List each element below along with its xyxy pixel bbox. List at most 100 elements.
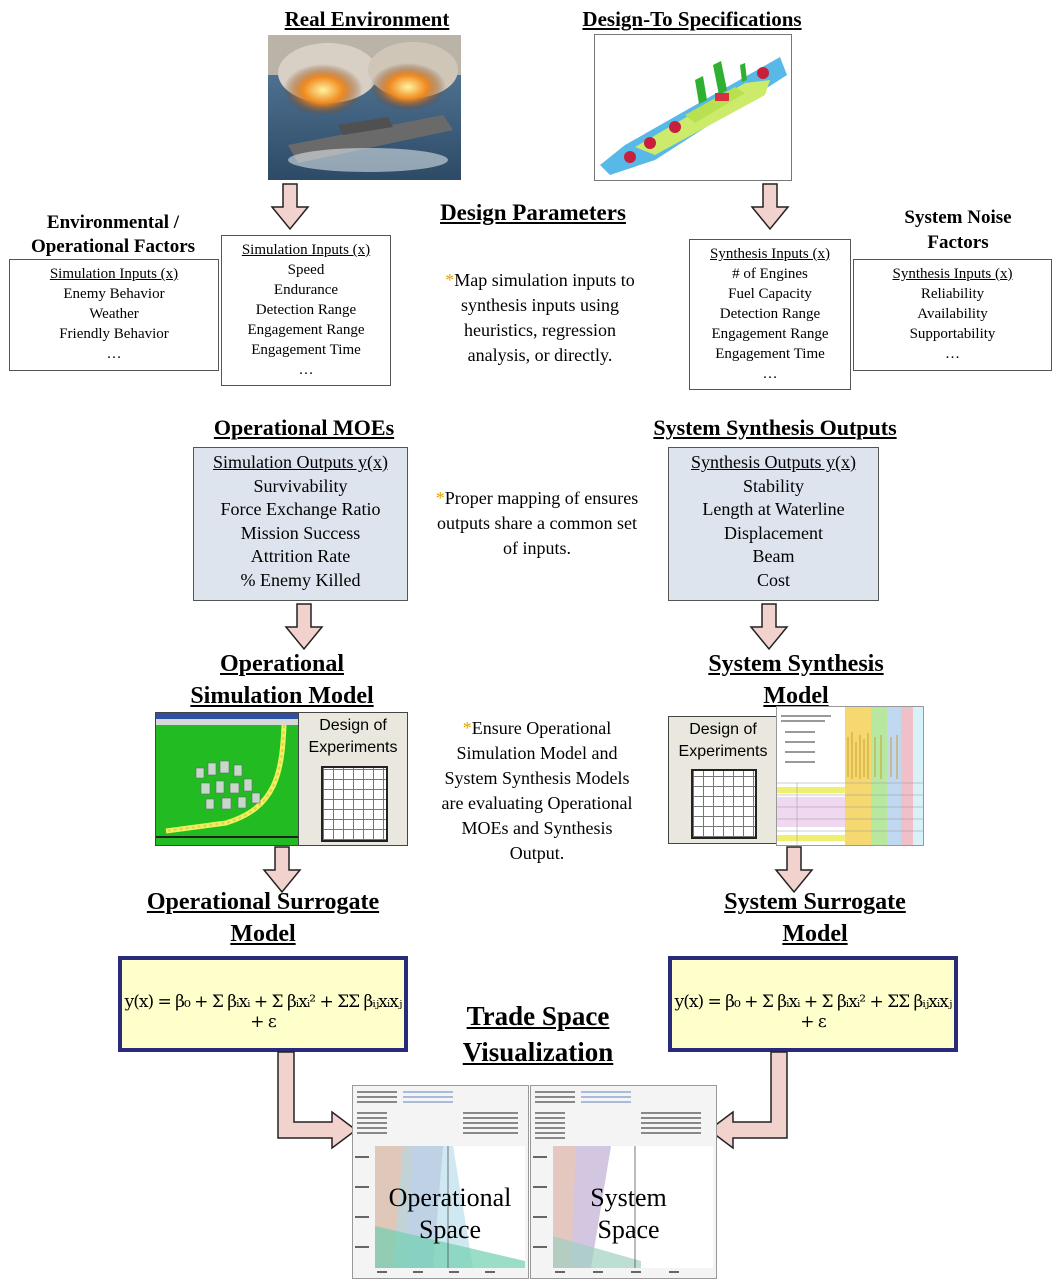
note-line: Ensure Operational: [471, 718, 612, 738]
simulation-screenshot: [155, 712, 299, 846]
note-line: Simulation Model and: [456, 743, 618, 763]
synthesis-outputs-title: System Synthesis Outputs: [653, 415, 897, 440]
real-environment-title: Real Environment: [284, 7, 450, 31]
operational-space-label: Operational Space: [375, 1182, 525, 1246]
moes-item: Force Exchange Ratio: [220, 499, 381, 519]
design-parameters-title: Design Parameters: [440, 200, 626, 225]
moes-item: % Enemy Killed: [240, 569, 361, 590]
sim-inputs-item: Engagement Time: [251, 342, 361, 358]
synth-outputs-item: Stability: [742, 475, 804, 496]
space-label-line: System: [590, 1183, 667, 1212]
operational-space-panel: Operational Space: [352, 1085, 529, 1279]
down-arrow-right-moes: [749, 603, 789, 651]
sim-inputs-item: Speed: [287, 262, 325, 278]
op-surrogate-title-line2: Model: [230, 921, 296, 947]
trade-space-title-line1: Trade Space: [466, 1001, 610, 1031]
note-map-inputs: *Map simulation inputs to synthesis inpu…: [415, 268, 665, 368]
note-line: heuristics, regression: [464, 320, 616, 340]
note-line: analysis, or directly.: [467, 345, 613, 365]
noise-factors-title-line1: System Noise: [904, 207, 1012, 228]
note-proper-mapping: *Proper mapping of ensures outputs share…: [412, 486, 662, 561]
sim-inputs-item: Detection Range: [255, 302, 357, 318]
synth-inputs-item: …: [762, 366, 778, 382]
note-line: of inputs.: [502, 538, 571, 558]
doe-label-line1: Design of: [319, 717, 387, 734]
down-arrow-right-model: [774, 846, 814, 894]
space-label-line: Space: [418, 1215, 482, 1244]
env-factors-item: Weather: [89, 306, 139, 322]
env-factors-heading: Simulation Inputs (x): [49, 266, 179, 282]
doe-box-left: Design of Experiments: [298, 712, 408, 846]
note-star: *: [445, 270, 455, 290]
note-star: *: [462, 718, 472, 738]
noise-factors-item: Availability: [917, 306, 988, 322]
synth-inputs-item: # of Engines: [732, 266, 808, 282]
doe-matrix-icon: [321, 766, 388, 842]
noise-factors-item: Supportability: [909, 326, 996, 342]
sys-surrogate-title-line2: Model: [782, 921, 848, 947]
battleship-image: [268, 35, 461, 180]
note-line: Map simulation inputs to: [454, 270, 635, 290]
synth-outputs-heading: Synthesis Outputs y(x): [690, 452, 856, 472]
doe-label-line2: Experiments: [308, 739, 398, 756]
operational-moes-box: Simulation Outputs y(x) Survivability Fo…: [193, 447, 408, 601]
moes-item: Mission Success: [240, 522, 361, 543]
down-arrow-left-moes: [284, 603, 324, 651]
note-line: Proper mapping of ensures: [444, 488, 639, 508]
noise-factors-box: Synthesis Inputs (x) Reliability Availab…: [853, 259, 1052, 371]
env-factors-item: Enemy Behavior: [63, 286, 165, 302]
op-surrogate-title-line1: Operational Surrogate: [146, 889, 380, 915]
operational-moes-title: Operational MOEs: [213, 415, 395, 440]
sim-inputs-item: …: [298, 362, 314, 378]
synth-inputs-item: Engagement Range: [711, 326, 829, 342]
noise-factors-item: …: [945, 346, 960, 362]
synth-outputs-item: Length at Waterline: [702, 499, 845, 519]
moes-item: Survivability: [253, 475, 348, 496]
note-ensure-models: *Ensure Operational Simulation Model and…: [410, 716, 664, 866]
synth-inputs-item: Engagement Time: [715, 346, 825, 362]
note-line: are evaluating Operational: [441, 793, 633, 813]
moes-item: Attrition Rate: [250, 546, 351, 566]
sys-surrogate-title-line1: System Surrogate: [724, 889, 906, 915]
down-arrow-left-model: [262, 846, 302, 894]
sim-inputs-item: Engagement Range: [247, 322, 365, 338]
space-label-line: Operational: [388, 1183, 512, 1212]
sys-synth-model-title-line2: Model: [763, 683, 829, 709]
design-to-specs-title: Design-To Specifications: [582, 7, 802, 31]
sim-inputs-box: Simulation Inputs (x) Speed Endurance De…: [221, 235, 391, 386]
moes-heading: Simulation Outputs y(x): [213, 452, 388, 472]
note-line: System Synthesis Models: [444, 768, 630, 788]
env-factors-title-line2: Operational Factors: [30, 236, 196, 257]
synthesis-outputs-box: Synthesis Outputs y(x) Stability Length …: [668, 447, 879, 601]
op-sim-model-title-line2: Simulation Model: [190, 683, 374, 709]
bent-arrow-left: [277, 1051, 358, 1150]
note-line: outputs share a common set: [437, 513, 637, 533]
op-surrogate-formula: y(x) = β₀ + Σ βᵢxᵢ + Σ βᵢxᵢ² + ΣΣ βᵢⱼxᵢx…: [118, 956, 408, 1052]
env-factors-item: Friendly Behavior: [59, 326, 169, 342]
note-line: MOEs and Synthesis: [461, 818, 613, 838]
synth-outputs-item: Beam: [752, 546, 795, 566]
synth-inputs-box: Synthesis Inputs (x) # of Engines Fuel C…: [689, 239, 851, 390]
synth-inputs-heading: Synthesis Inputs (x): [710, 246, 830, 262]
space-label-line: Space: [597, 1215, 660, 1244]
sim-inputs-heading: Simulation Inputs (x): [241, 242, 371, 258]
system-space-label: System Space: [561, 1182, 696, 1246]
sim-inputs-item: Endurance: [273, 282, 339, 298]
doe-label-line2: Experiments: [678, 743, 768, 760]
regression-equation: y(x) = β₀ + Σ βᵢxᵢ + Σ βᵢxᵢ² + ΣΣ βᵢⱼxᵢx…: [124, 992, 403, 1032]
note-line: synthesis inputs using: [460, 295, 620, 315]
down-arrow-left-top: [270, 183, 310, 231]
synth-outputs-item: Cost: [756, 569, 790, 590]
synthesis-spreadsheet: [776, 706, 924, 846]
doe-matrix-icon: [691, 769, 757, 839]
ship-model-image: [594, 34, 792, 181]
system-space-panel: System Space: [530, 1085, 717, 1279]
regression-equation: y(x) = β₀ + Σ βᵢxᵢ + Σ βᵢxᵢ² + ΣΣ βᵢⱼxᵢx…: [674, 992, 953, 1032]
noise-factors-item: Reliability: [920, 286, 985, 302]
env-factors-title-line1: Environmental /: [46, 212, 180, 233]
doe-label-line1: Design of: [689, 721, 757, 738]
sys-surrogate-formula: y(x) = β₀ + Σ βᵢxᵢ + Σ βᵢxᵢ² + ΣΣ βᵢⱼxᵢx…: [668, 956, 958, 1052]
note-star: *: [435, 488, 445, 508]
synth-outputs-item: Displacement: [724, 522, 823, 543]
noise-factors-heading: Synthesis Inputs (x): [892, 266, 1013, 282]
